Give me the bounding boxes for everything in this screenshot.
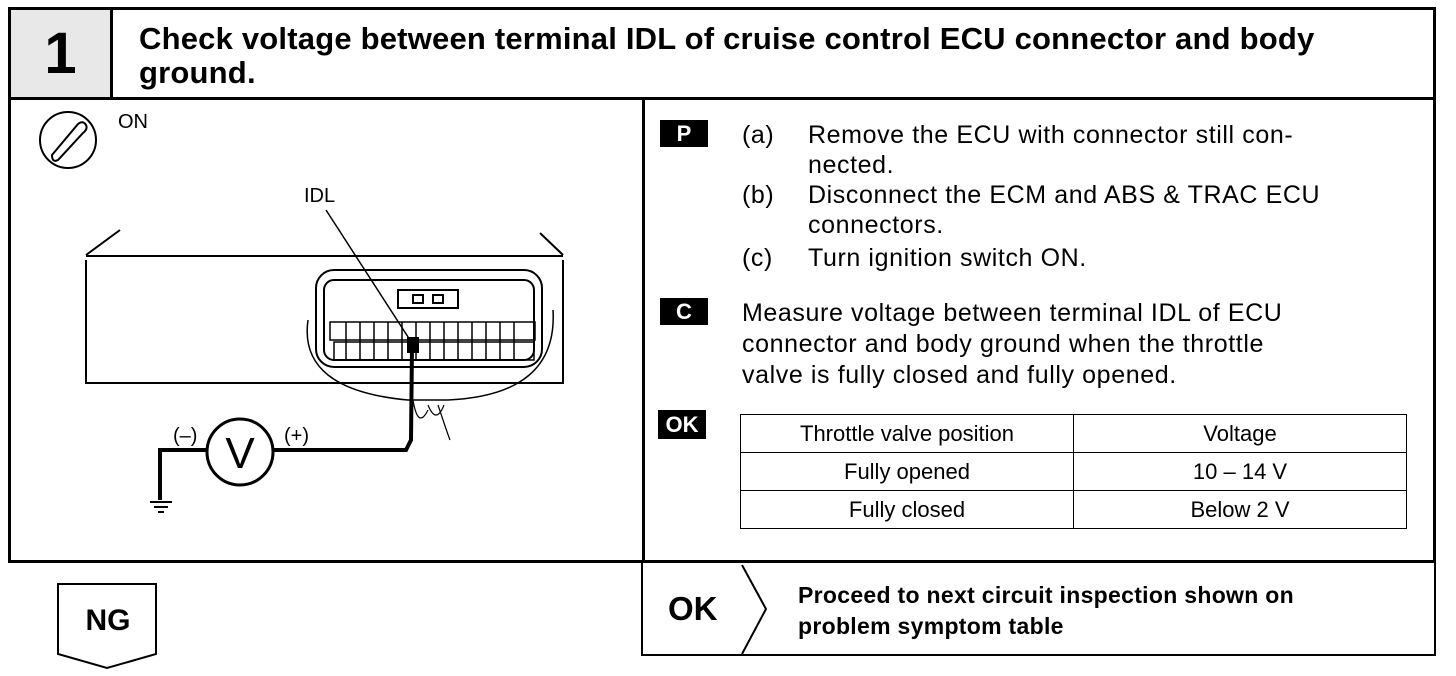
step-c-label: (c) (742, 244, 773, 272)
negative-probe-label: (–) (173, 425, 197, 447)
step-header: 1 Check voltage between terminal IDL of … (8, 7, 1436, 100)
ecu-connector (306, 269, 554, 401)
ng-result-badge (57, 583, 157, 670)
step-c-text: Turn ignition switch ON. (808, 244, 1087, 272)
panel-divider (642, 97, 645, 560)
positive-probe-label: (+) (284, 425, 309, 447)
idl-pointer-line (325, 209, 411, 341)
idl-terminal-label: IDL (304, 185, 335, 207)
check-line-2: connector and body ground when the throt… (742, 330, 1264, 358)
step-a-text: Remove the ECU with connector still con- (808, 121, 1294, 149)
ok-result-text-line1: Proceed to next circuit inspection shown… (798, 582, 1294, 608)
voltmeter-symbol: V (225, 429, 255, 478)
ignition-on-label: ON (118, 111, 148, 133)
negative-probe-lead (158, 448, 207, 500)
ok-result-text: Proceed to next circuit inspection shown… (798, 580, 1418, 642)
step-number-box: 1 (11, 10, 113, 97)
ng-result-label: NG (85, 604, 131, 637)
table-cell: Fully closed (740, 490, 1074, 529)
table-cell: Fully opened (740, 452, 1074, 491)
table-header-cell: Voltage (1073, 414, 1407, 453)
spec-table: Throttle valve position Voltage Fully op… (740, 414, 1407, 529)
voltmeter-icon: V (205, 417, 275, 487)
step-b-text-cont: connectors. (808, 211, 944, 239)
ok-result-label: OK (668, 590, 718, 627)
check-line-1: Measure voltage between terminal IDL of … (742, 299, 1283, 327)
wiring-diagram: ON (39, 111, 564, 513)
table-row: Fully opened 10 – 14 V (740, 452, 1407, 491)
step-number: 1 (44, 21, 77, 86)
main-panel (8, 97, 1436, 563)
ecu-outline (85, 229, 564, 384)
table-cell: Below 2 V (1073, 490, 1407, 529)
step-b-label: (b) (742, 181, 775, 209)
step-a-text-cont: nected. (808, 151, 895, 179)
step-title: Check voltage between terminal IDL of cr… (139, 21, 1315, 90)
ok-arrow-separator (741, 564, 768, 655)
ok-result-box (641, 563, 1436, 656)
table-row: Fully closed Below 2 V (740, 490, 1407, 529)
tag-ok: OK (658, 410, 706, 439)
tag-p: P (660, 120, 708, 147)
table-header-cell: Throttle valve position (740, 414, 1074, 453)
ok-result-text-line2: problem symptom table (798, 613, 1064, 639)
step-b-text: Disconnect the ECM and ABS & TRAC ECU (808, 181, 1321, 209)
step-a-label: (a) (742, 121, 775, 149)
tag-c: C (660, 298, 708, 325)
ground-symbol-icon (150, 501, 172, 513)
table-cell: 10 – 14 V (1073, 452, 1407, 491)
check-line-3: valve is fully closed and fully opened. (742, 361, 1177, 389)
ignition-switch-icon (39, 111, 97, 169)
positive-probe-lead (270, 344, 414, 452)
table-header-row: Throttle valve position Voltage (740, 414, 1407, 453)
